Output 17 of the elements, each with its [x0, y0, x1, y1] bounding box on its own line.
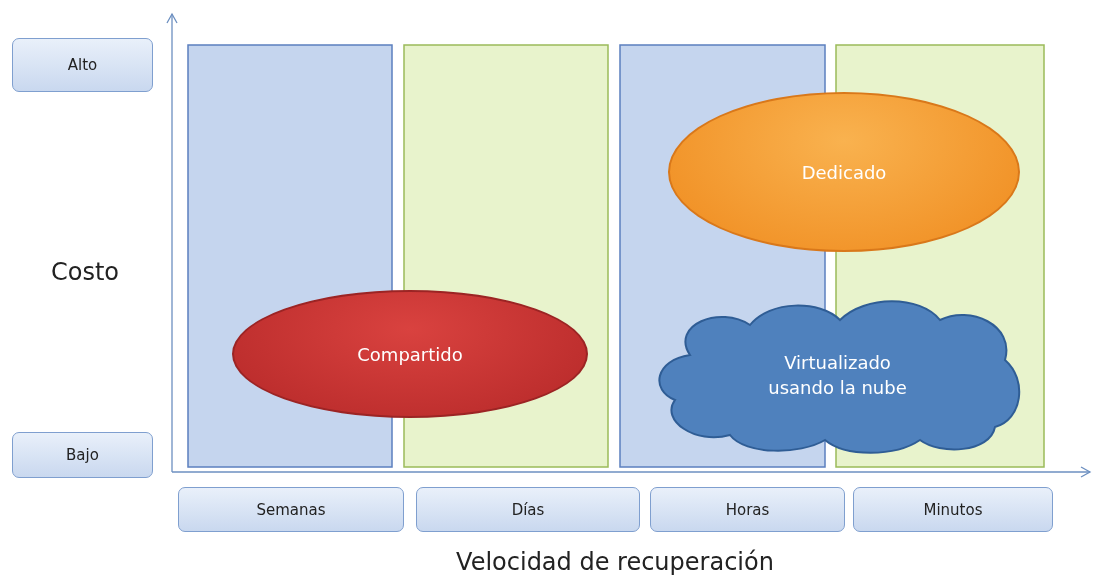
- scale-tag: [853, 487, 1053, 532]
- scale-tag: [12, 38, 153, 92]
- scale-tag: [650, 487, 845, 532]
- scale-tag: [416, 487, 640, 532]
- scale-tag: [12, 432, 153, 478]
- cloud-label: Virtualizado usando la nube: [767, 350, 908, 400]
- axis-title: Costo: [49, 258, 120, 286]
- tag-label: Días: [511, 500, 545, 519]
- tag-label: Bajo: [66, 446, 99, 464]
- tag-label: Horas: [725, 500, 770, 519]
- ellipse-label: Compartido: [357, 343, 463, 365]
- ellipse-label: Dedicado: [801, 161, 887, 183]
- scale-tag: [178, 487, 404, 532]
- tag-label: Minutos: [923, 500, 983, 519]
- tag-label: Alto: [67, 56, 98, 74]
- axis-title: Velocidad de recuperación: [455, 548, 775, 576]
- tag-label: Semanas: [256, 500, 326, 519]
